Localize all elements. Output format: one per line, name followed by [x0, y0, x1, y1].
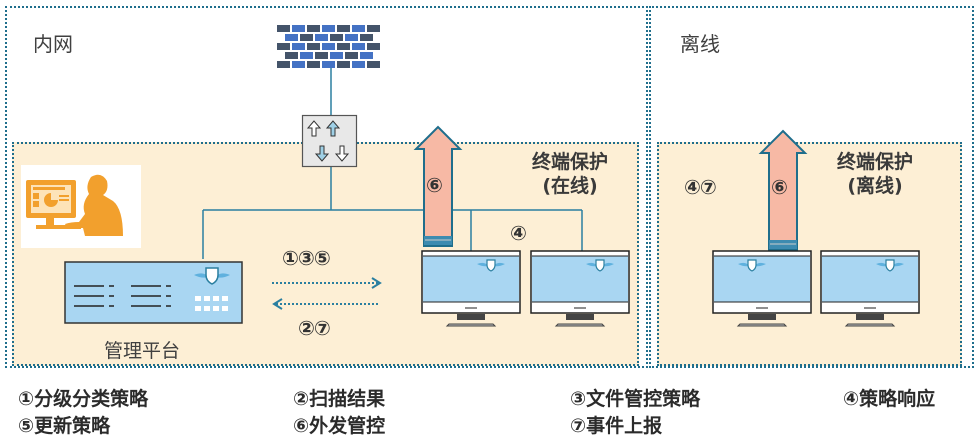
endpoint-monitor-online-1: [421, 250, 521, 327]
online-group-title-line2: (在线): [542, 175, 598, 197]
offline-label: 离线: [680, 32, 720, 56]
admin-user-illustration: [21, 165, 141, 248]
offline-group-title-line1: 终端保护: [836, 151, 913, 173]
outbound-step-offline: ⑥: [771, 175, 788, 199]
flow-label-to-platform: ②⑦: [298, 316, 331, 340]
endpoint-monitor-online-2: [530, 250, 630, 327]
endpoint-monitor-offline-2: [820, 250, 920, 327]
legend-item: ③文件管控策略: [570, 388, 701, 410]
outbound-control-arrow-offline: [758, 129, 808, 251]
intranet-zone: [5, 6, 648, 368]
legend-item: ②扫描结果: [293, 388, 386, 410]
management-platform-server: [64, 261, 243, 324]
shield-logo-icon: [477, 259, 505, 272]
offline-group-title: 终端保护 (离线): [820, 150, 930, 198]
shield-logo-icon: [876, 259, 904, 272]
outbound-step-online: ⑥: [426, 173, 443, 197]
outbound-control-arrow-online: [413, 125, 463, 247]
policy-response-step-online: ④: [510, 221, 527, 245]
management-platform-caption: 管理平台: [104, 340, 181, 362]
online-group-title: 终端保护 (在线): [515, 150, 625, 198]
legend-item: ①分级分类策略: [18, 388, 149, 410]
endpoint-monitor-offline-1: [712, 250, 812, 327]
legend-item: ⑦事件上报: [570, 415, 663, 437]
shield-logo-icon: [586, 259, 614, 272]
shield-logo-icon: [738, 259, 766, 272]
offline-zone: [649, 6, 974, 368]
flow-arrow-to-endpoint: [272, 277, 382, 289]
legend-item: ④策略响应: [843, 388, 936, 410]
shield-logo-icon: [194, 267, 230, 285]
legend-item: ⑤更新策略: [18, 415, 111, 437]
legend-item: ⑥外发管控: [293, 415, 386, 437]
offline-steps: ④⑦: [684, 175, 717, 199]
intranet-label: 内网: [33, 32, 73, 56]
online-group-title-line1: 终端保护: [531, 151, 608, 173]
offline-group-title-line2: (离线): [847, 175, 903, 197]
switch-icon: [301, 114, 358, 168]
flow-label-to-endpoint: ①③⑤: [282, 246, 331, 270]
firewall-icon: [277, 25, 380, 68]
flow-arrow-to-platform: [272, 298, 380, 310]
